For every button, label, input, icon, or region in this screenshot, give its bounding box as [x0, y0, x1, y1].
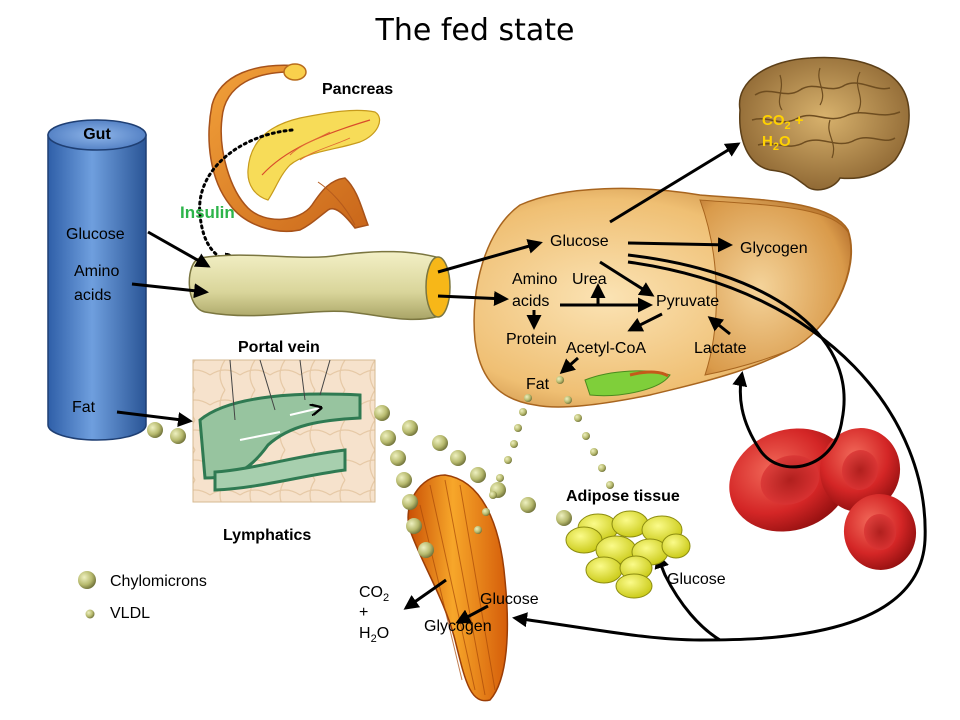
brain-co2-label: CO2 +: [762, 112, 804, 132]
muscle-plus-label: +: [359, 604, 368, 621]
gut-acids-label: acids: [74, 287, 111, 304]
pancreas-label: Pancreas: [322, 81, 393, 98]
liver-protein-label: Protein: [506, 331, 557, 348]
liver-glycogen-label: Glycogen: [740, 240, 808, 257]
liver-glucose-label: Glucose: [550, 233, 609, 250]
diagram-title: The fed state: [375, 13, 575, 48]
liver-amino-label: Amino: [512, 271, 557, 288]
gut-fat-arrow: [116, 410, 193, 427]
portal-vein-tube: [188, 250, 451, 321]
legend-vldl-label: VLDL: [110, 605, 150, 622]
gut-label: Gut: [83, 126, 111, 143]
glucose-to-pyruvate-arrow: [599, 260, 655, 297]
liver-urea-label: Urea: [572, 271, 607, 288]
adipose-cells: [565, 510, 691, 599]
muscle-glycogen-label: Glycogen: [424, 618, 492, 635]
legend-chylomicron-swatch: [78, 571, 96, 589]
chylomicron-particles: [147, 405, 572, 558]
gut-fat-label: Fat: [72, 399, 96, 416]
lymphatics-label: Lymphatics: [223, 527, 311, 544]
glucose-to-adipose-arrow: [654, 553, 721, 642]
acetylcoa-to-fat-arrow: [559, 356, 579, 374]
muscle-glycogen-arrow: [455, 604, 489, 624]
insulin-label: Insulin: [180, 203, 235, 222]
muscle-glucose-label: Glucose: [480, 591, 539, 608]
gut-cylinder: [47, 119, 147, 441]
glucose-to-glycogen-arrow: [627, 237, 733, 253]
red-blood-cells: [729, 428, 917, 570]
insulin-release-arrow: [198, 128, 294, 264]
glucose-to-muscle-arrow: [512, 260, 927, 642]
legend-vldl-swatch: [85, 609, 95, 619]
gut-glucose-arrow: [147, 230, 211, 268]
muscle-oxidation-arrow: [403, 578, 447, 610]
gut-amino-label: Amino: [74, 263, 119, 280]
lymphatics-illustration: [192, 359, 376, 503]
glucose-rbc-lactate-loop: [627, 253, 846, 469]
gut-amino-arrow: [131, 282, 209, 299]
muscle-h2o-label: H2O: [359, 625, 389, 645]
portal-vein-label: Portal vein: [238, 339, 320, 356]
glucose-to-brain-arrow: [609, 142, 741, 224]
legend-chylomicrons-label: Chylomicrons: [110, 573, 207, 590]
liver-lactate-label: Lactate: [694, 340, 747, 357]
adipose-glucose-label: Glucose: [667, 571, 726, 588]
lactate-to-pyruvate-arrow: [707, 316, 731, 336]
liver-acetylcoa-label: Acetyl-CoA: [566, 340, 646, 357]
liver-fat-label: Fat: [526, 376, 550, 393]
adipose-label: Adipose tissue: [566, 488, 680, 505]
muscle-illustration: [407, 474, 509, 702]
liver-acids-label: acids: [512, 293, 549, 310]
vein-amino-arrow: [437, 290, 509, 306]
gut-glucose-label: Glucose: [66, 226, 125, 243]
brain-illustration: [738, 56, 910, 191]
liver-pyruvate-label: Pyruvate: [656, 293, 719, 310]
vein-glucose-arrow: [437, 239, 543, 274]
pyruvate-to-acetylcoa-arrow: [627, 312, 663, 332]
muscle-co2-label: CO2: [359, 584, 389, 604]
vldl-particles: [474, 376, 614, 534]
brain-h2o-label: H2O: [762, 133, 791, 153]
